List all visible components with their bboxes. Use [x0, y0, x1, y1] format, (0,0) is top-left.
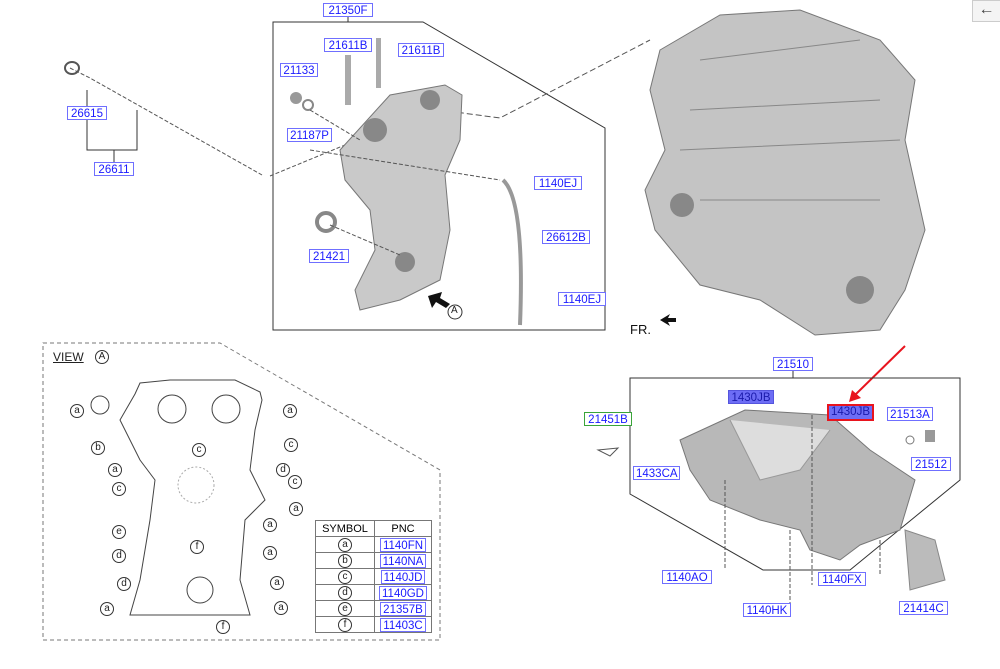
pnc-21414c[interactable]: 21414C	[899, 601, 948, 615]
pnc-link[interactable]: 1140GD	[379, 585, 427, 600]
symbol: f	[338, 617, 352, 632]
symbol: d	[338, 585, 352, 600]
view-a-frame	[42, 342, 441, 641]
dipstick-handle	[64, 61, 80, 75]
callout: a	[100, 602, 114, 616]
front-arrow-icon	[660, 314, 676, 326]
callout: b	[91, 441, 105, 455]
callout: a	[263, 518, 277, 532]
pnc-1140hk[interactable]: 1140HK	[743, 603, 791, 617]
pnc-1140ej-top[interactable]: 1140EJ	[534, 176, 582, 190]
callout: d	[276, 463, 290, 477]
front-label: FR.	[630, 322, 651, 337]
callout: a	[289, 502, 303, 516]
callout: a	[270, 576, 284, 590]
pnc-header: PNC	[374, 520, 432, 537]
callout: c	[192, 443, 206, 457]
engine-block-part	[644, 9, 926, 336]
symbol: a	[338, 537, 352, 552]
pnc-1140ej-bottom[interactable]: 1140EJ	[558, 292, 606, 306]
callout: a	[263, 546, 277, 560]
callout: c	[112, 482, 126, 496]
pnc-1430jb-selected[interactable]: 1430JB	[827, 404, 874, 421]
symbol-header: SYMBOL	[315, 520, 375, 537]
pnc-21133[interactable]: 21133	[280, 63, 318, 77]
table-row: f 11403C	[315, 616, 432, 633]
callout: c	[288, 475, 302, 489]
symbol: c	[338, 569, 352, 584]
pnc-1433ca[interactable]: 1433CA	[633, 466, 680, 480]
callout: e	[112, 525, 126, 539]
pnc-21451b[interactable]: 21451B	[584, 412, 632, 426]
pnc-26611[interactable]: 26611	[94, 162, 134, 176]
pnc-link[interactable]: 1140NA	[379, 553, 427, 568]
pnc-link[interactable]: 11403C	[380, 617, 426, 632]
table-row: a 1140FN	[315, 536, 432, 553]
callout: a	[274, 601, 288, 615]
callout: d	[117, 577, 131, 591]
table-row: c 1140JD	[315, 568, 432, 585]
callout: a	[283, 404, 297, 418]
symbol: e	[338, 601, 352, 616]
highlight-arrow	[854, 345, 906, 396]
callout: c	[284, 438, 298, 452]
view-a-outline	[119, 379, 266, 616]
pnc-21513a[interactable]: 21513A	[887, 407, 933, 421]
view-title-marker: A	[95, 350, 109, 364]
pnc-1430jb[interactable]: 1430JB	[728, 390, 774, 404]
callout: f	[190, 540, 204, 554]
view-marker-a: A	[451, 305, 458, 316]
pnc-link[interactable]: 1140JD	[380, 569, 426, 584]
timing-cover-part	[339, 84, 463, 311]
callout: a	[70, 404, 84, 418]
oil-pan-frame	[629, 377, 961, 571]
table-row: e 21357B	[315, 600, 432, 617]
pnc-21611b-right[interactable]: 21611B	[398, 43, 444, 57]
pnc-26612b[interactable]: 26612B	[542, 230, 590, 244]
pnc-1140ao[interactable]: 1140AO	[662, 570, 712, 584]
pnc-21510[interactable]: 21510	[773, 357, 813, 371]
pnc-26615[interactable]: 26615	[67, 106, 107, 120]
view-title: VIEW	[53, 350, 84, 364]
pnc-21187p[interactable]: 21187P	[287, 128, 332, 142]
pnc-21611b-left[interactable]: 21611B	[324, 38, 372, 52]
pnc-link[interactable]: 1140FN	[379, 537, 427, 552]
view-arrow-icon	[428, 292, 450, 308]
table-row: d 1140GD	[315, 584, 432, 601]
pnc-21350f[interactable]: 21350F	[323, 3, 373, 17]
pnc-1140fx[interactable]: 1140FX	[818, 572, 866, 586]
pnc-21421[interactable]: 21421	[309, 249, 349, 263]
pnc-21512[interactable]: 21512	[911, 457, 951, 471]
callout: d	[112, 549, 126, 563]
callout: a	[108, 463, 122, 477]
callout: f	[216, 620, 230, 634]
timing-cover-frame	[272, 21, 606, 331]
symbol: b	[338, 553, 352, 568]
pnc-link[interactable]: 21357B	[380, 601, 426, 616]
back-arrow-button[interactable]: ←	[972, 0, 1000, 22]
table-row: b 1140NA	[315, 552, 432, 569]
